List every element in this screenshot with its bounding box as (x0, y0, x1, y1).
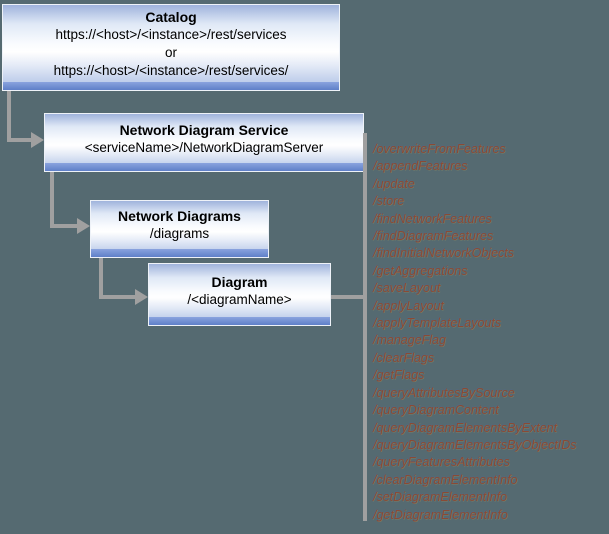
connector-diagram-to-bracket (331, 295, 365, 299)
operation-item: /findInitialNetworkObjects (373, 246, 515, 261)
operation-item: /setDiagramElementInfo (373, 490, 508, 505)
operation-item: /queryDiagramContent (373, 403, 499, 418)
network-diagrams-box: Network Diagrams /diagrams (90, 200, 269, 258)
catalog-url-2: https://<host>/<instance>/rest/services/ (53, 62, 289, 78)
operation-item: /store (373, 194, 405, 209)
operation-item: /clearDiagramElementInfo (373, 472, 518, 487)
operation-item: /getAggregations (373, 263, 468, 278)
operation-item: /overwriteFromFeatures (373, 142, 506, 156)
diagram-path: /<diagramName> (187, 291, 292, 307)
operation-item: /update (373, 176, 415, 191)
connector-diagrams-vertical (99, 258, 103, 299)
arrowhead-icon (31, 132, 44, 148)
service-title: Network Diagram Service (119, 121, 289, 138)
diagrams-title: Network Diagrams (118, 208, 241, 224)
arrowhead-icon (77, 218, 90, 234)
connector-service-vertical (50, 172, 54, 228)
diagrams-path: /diagrams (149, 226, 210, 241)
operation-item: /queryDiagramElementsByExtent (373, 420, 558, 435)
operation-item: /queryFeaturesAttributes (373, 455, 510, 470)
connector-diagrams-horizontal (99, 295, 135, 299)
catalog-title: Catalog (145, 8, 197, 25)
operation-item: /getFlags (373, 368, 425, 383)
operation-item: /queryAttributesBySource (373, 385, 515, 400)
operation-item: /queryDiagramElementsByObjectIDs (373, 437, 577, 452)
network-diagram-service-box: Network Diagram Service <serviceName>/Ne… (44, 113, 364, 172)
catalog-or: or (164, 44, 177, 60)
operations-list: /overwriteFromFeatures/appendFeatures/up… (373, 141, 603, 524)
arrowhead-icon (135, 289, 148, 305)
operation-item: /applyTemplateLayouts (373, 316, 502, 331)
operation-item: /getDiagramElementInfo (373, 507, 508, 522)
operations-bracket-line (363, 133, 367, 521)
connector-service-horizontal (50, 224, 77, 228)
operation-item: /manageFlag (373, 333, 446, 348)
operation-item: /findDiagramFeatures (373, 229, 494, 244)
diagram-box: Diagram /<diagramName> (148, 263, 331, 326)
connector-catalog-horizontal (7, 138, 31, 142)
operation-item: /saveLayout (373, 281, 441, 296)
diagram-title: Diagram (211, 273, 268, 290)
service-path: <serviceName>/NetworkDiagramServer (84, 139, 324, 155)
catalog-box: Catalog https://<host>/<instance>/rest/s… (2, 4, 340, 91)
operation-item: /appendFeatures (373, 159, 468, 174)
connector-catalog-vertical (7, 91, 11, 142)
operation-item: /applyLayout (373, 298, 444, 313)
catalog-url-1: https://<host>/<instance>/rest/services (55, 26, 287, 42)
operation-item: /findNetworkFeatures (373, 211, 492, 226)
operation-item: /clearFlags (373, 350, 435, 365)
